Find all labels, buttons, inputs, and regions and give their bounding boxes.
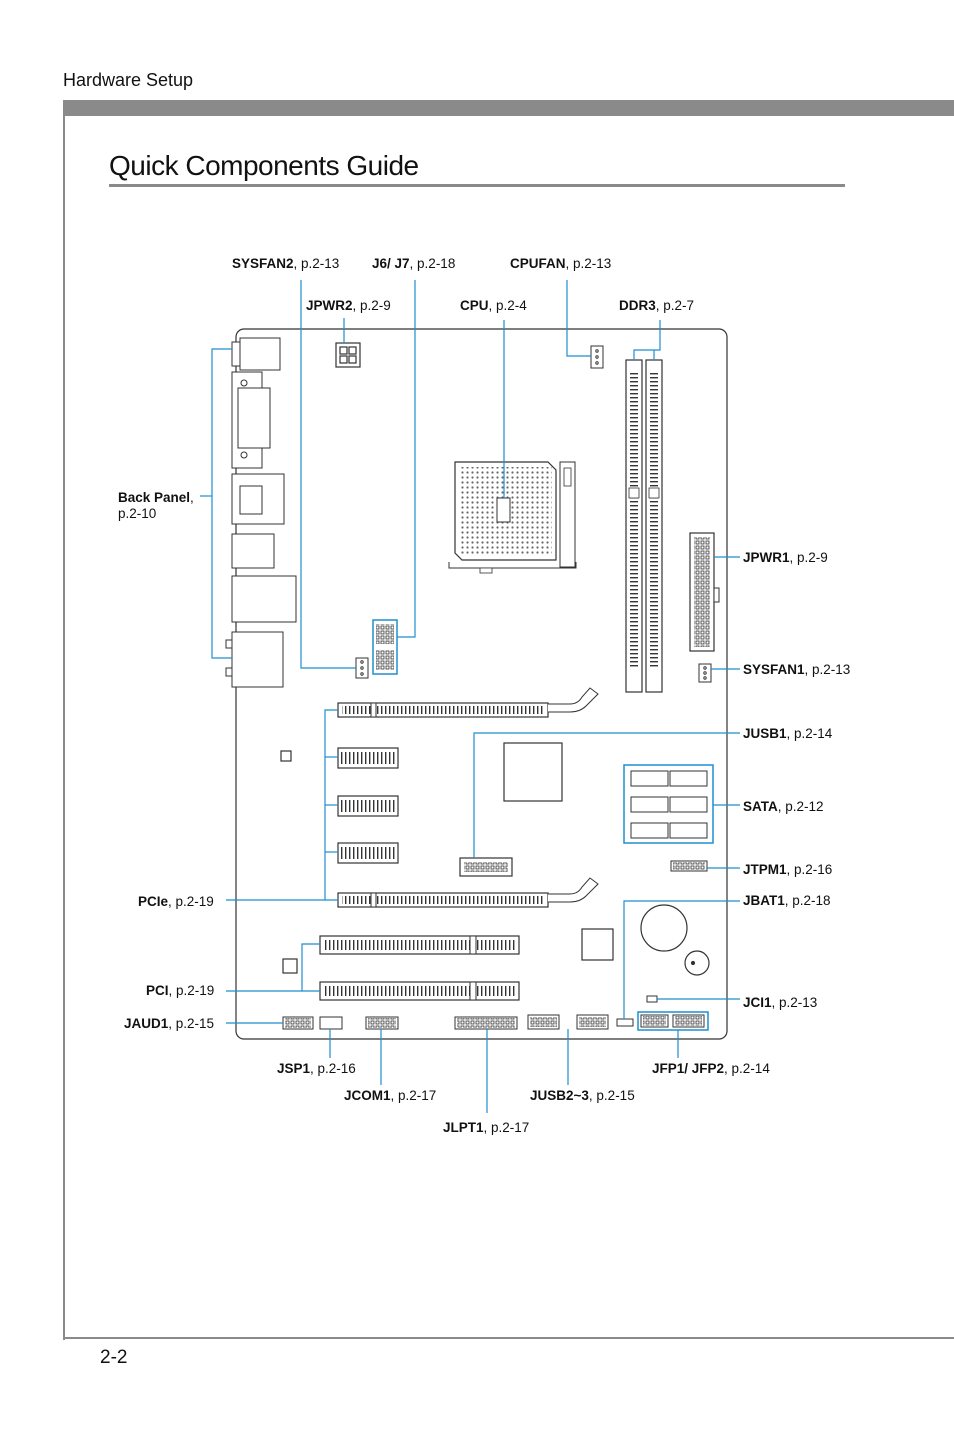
leader-lines bbox=[200, 280, 740, 1113]
cpu-socket bbox=[448, 461, 577, 574]
sata-connectors bbox=[623, 764, 714, 844]
page-number: 2-2 bbox=[100, 1347, 128, 1368]
label-sata: SATA, p.2-12 bbox=[743, 799, 824, 814]
bottom-headers bbox=[282, 1011, 709, 1031]
j6-j7-headers bbox=[372, 619, 398, 675]
label-jusb2-3: JUSB2~3, p.2-15 bbox=[530, 1088, 635, 1103]
label-jusb1: JUSB1, p.2-14 bbox=[743, 726, 833, 741]
label-cpufan: CPUFAN, p.2-13 bbox=[510, 256, 612, 271]
label-back-panel: Back Panel,p.2-10 bbox=[118, 490, 194, 521]
title-rule bbox=[109, 184, 845, 187]
label-j6-j7: J6/ J7, p.2-18 bbox=[372, 256, 456, 271]
section-title: Hardware Setup bbox=[63, 70, 194, 90]
label-jfp1-jfp2: JFP1/ JFP2, p.2-14 bbox=[652, 1061, 770, 1076]
jpwr2-connector bbox=[335, 342, 361, 368]
sysfan1-header bbox=[698, 663, 712, 683]
pci-slots bbox=[319, 935, 520, 1001]
jpwr1-connector bbox=[689, 532, 720, 652]
back-panel-connectors bbox=[225, 337, 297, 688]
pcie-x16-slots bbox=[337, 687, 599, 908]
label-jaud1: JAUD1, p.2-15 bbox=[124, 1016, 215, 1031]
cmos-battery bbox=[640, 904, 710, 976]
label-pcie: PCIe, p.2-19 bbox=[138, 894, 214, 909]
frame-left-border bbox=[63, 100, 65, 1340]
page-title: Quick Components Guide bbox=[109, 150, 419, 181]
label-ddr3: DDR3, p.2-7 bbox=[619, 298, 695, 313]
label-jtpm1: JTPM1, p.2-16 bbox=[743, 862, 833, 877]
label-cpu: CPU, p.2-4 bbox=[460, 298, 527, 313]
pcie-x1-slots bbox=[337, 747, 399, 864]
ddr3-slots bbox=[625, 359, 663, 693]
label-jlpt1: JLPT1, p.2-17 bbox=[443, 1120, 530, 1135]
label-sysfan2: SYSFAN2, p.2-13 bbox=[232, 256, 340, 271]
jusb1-header bbox=[459, 857, 513, 877]
jci1-header bbox=[646, 995, 658, 1003]
label-jbat1: JBAT1, p.2-18 bbox=[743, 893, 831, 908]
label-jci1: JCI1, p.2-13 bbox=[743, 995, 818, 1010]
label-jsp1: JSP1, p.2-16 bbox=[277, 1061, 356, 1076]
label-pci: PCI, p.2-19 bbox=[146, 983, 215, 998]
label-sysfan1: SYSFAN1, p.2-13 bbox=[743, 662, 851, 677]
sysfan2-header bbox=[355, 657, 369, 679]
label-jpwr1: JPWR1, p.2-9 bbox=[743, 550, 828, 565]
jtpm1-header bbox=[670, 860, 708, 872]
header-bar bbox=[63, 100, 954, 116]
label-jcom1: JCOM1, p.2-17 bbox=[344, 1088, 437, 1103]
frame-bottom-border bbox=[63, 1337, 954, 1339]
label-jpwr2: JPWR2, p.2-9 bbox=[306, 298, 391, 313]
chips bbox=[280, 742, 614, 974]
cpufan-header bbox=[590, 345, 604, 369]
